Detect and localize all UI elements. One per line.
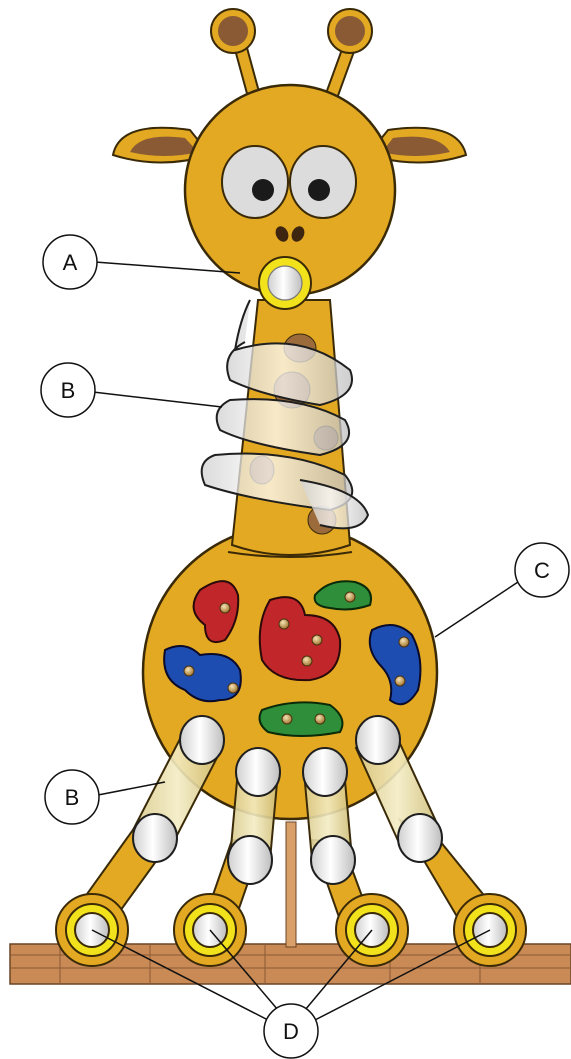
- callout-b-neck: B: [41, 363, 222, 417]
- left-eye: [222, 146, 288, 218]
- callout-c-label: C: [534, 558, 550, 583]
- giraffe-head: [113, 9, 466, 309]
- callout-b-neck-label: B: [61, 378, 76, 403]
- callout-d-label: D: [283, 1019, 299, 1044]
- callout-c: C: [435, 543, 569, 637]
- support-post: [286, 822, 296, 947]
- callout-a-label: A: [63, 250, 78, 275]
- callout-b-legs-label: B: [65, 785, 80, 810]
- green-hold-2: [260, 702, 343, 736]
